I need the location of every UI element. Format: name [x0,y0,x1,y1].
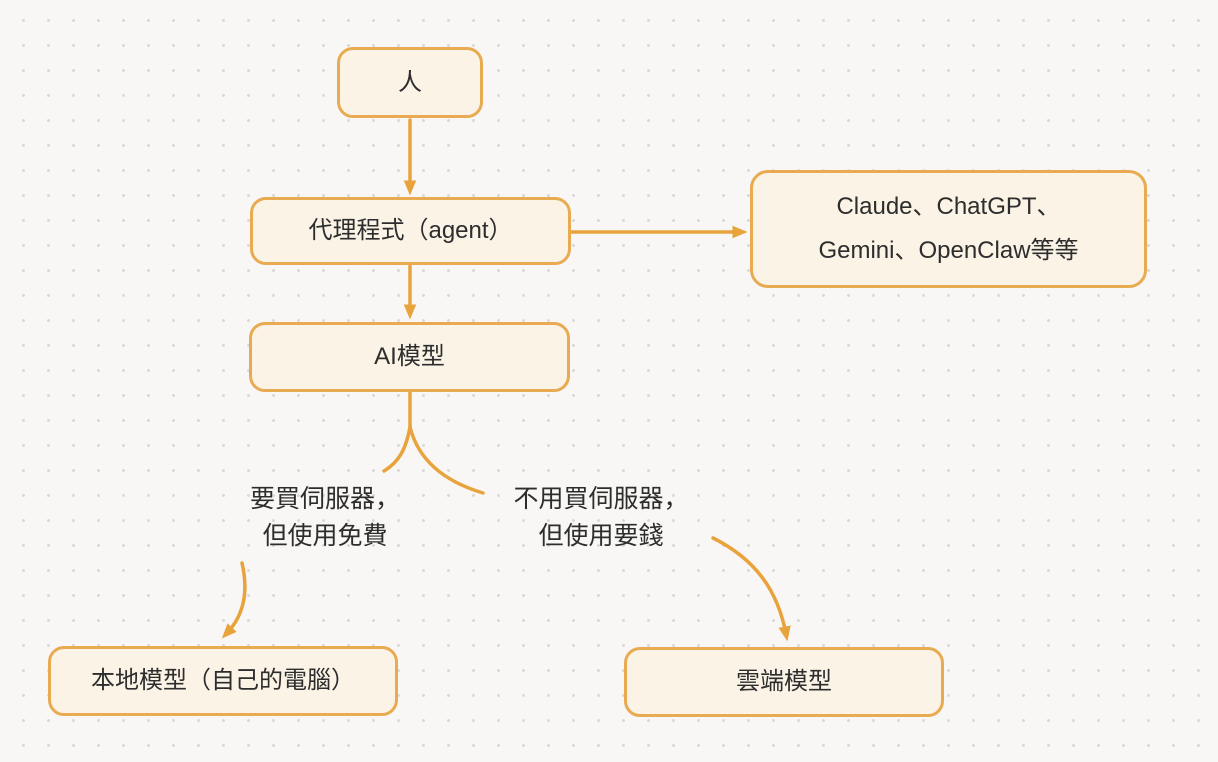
node-person-label: 人 [398,68,422,96]
node-ai-model-label: AI模型 [374,343,445,370]
edge-label-right-line2: 但使用要錢 [538,522,664,550]
node-local-model[interactable]: 本地模型（自己的電腦） [48,646,398,716]
node-cloud-model[interactable]: 雲端模型 [624,647,944,717]
edge-label-left-branch[interactable]: 要買伺服器， 但使用免費 [190,481,460,555]
node-agent-label: 代理程式（agent） [308,217,513,244]
branch-left-curve[interactable] [382,425,412,473]
node-model-examples-line1: Claude、ChatGPT、 [836,193,1061,220]
arrow-to-local-model[interactable] [221,561,247,639]
edge-label-left-line1: 要買伺服器， [249,485,400,513]
node-model-examples[interactable]: Claude、ChatGPT、 Gemini、OpenClaw等等 [750,170,1147,288]
node-local-model-label: 本地模型（自己的電腦） [91,667,355,694]
node-agent[interactable]: 代理程式（agent） [250,197,571,265]
edge-label-left-line2: 但使用免費 [262,522,388,550]
arrow-to-cloud-model[interactable] [711,536,791,642]
node-model-examples-line2: Gemini、OpenClaw等等 [818,237,1079,264]
edge-label-right-branch[interactable]: 不用買伺服器， 但使用要錢 [466,481,736,555]
node-ai-model[interactable]: AI模型 [249,322,570,392]
node-cloud-model-label: 雲端模型 [736,668,832,695]
node-person[interactable]: 人 [337,47,483,118]
edge-label-right-line1: 不用買伺服器， [513,485,689,513]
branch-right-curve[interactable] [408,425,485,495]
